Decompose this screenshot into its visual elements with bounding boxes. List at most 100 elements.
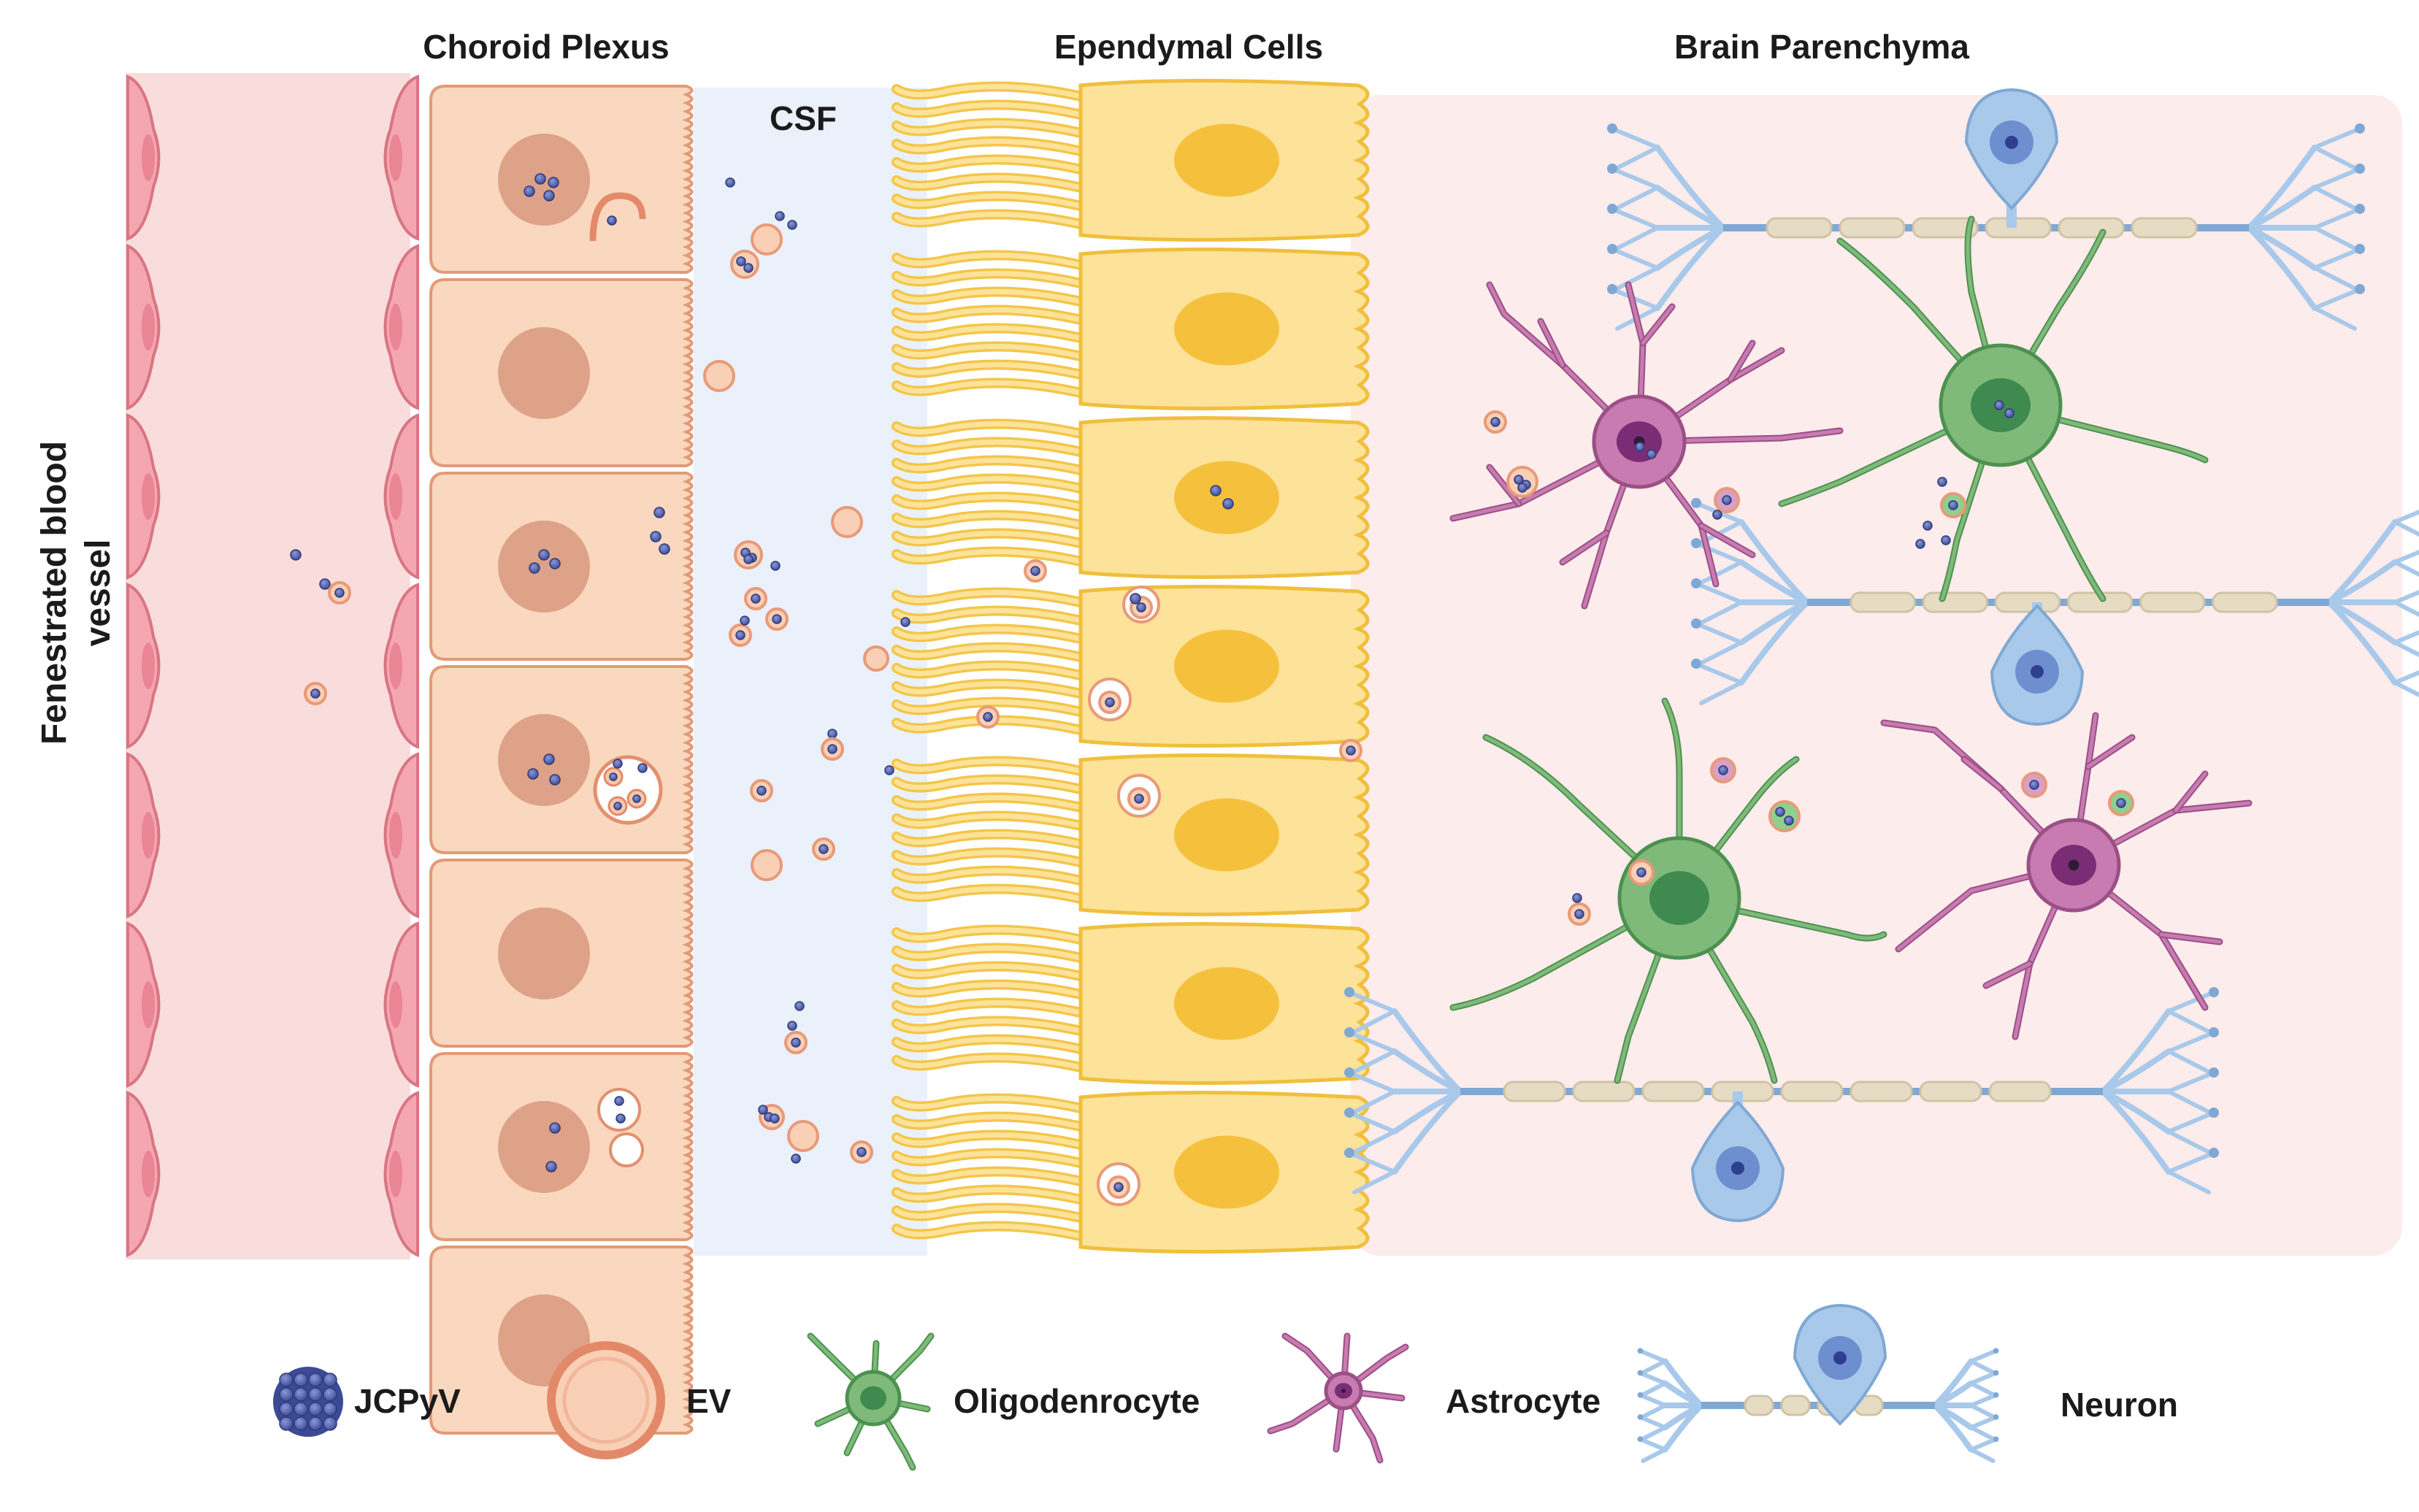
myelin-sheath xyxy=(1780,1081,1844,1102)
jcpyv-virion xyxy=(819,844,829,854)
jcpyv-virion xyxy=(1130,593,1141,605)
myelin-sheath xyxy=(2131,217,2198,239)
extracellular-vesicle xyxy=(863,645,889,672)
myelin-sheath xyxy=(1744,1394,1774,1416)
jcpyv-virion xyxy=(827,729,837,739)
dendrite-tip xyxy=(1691,538,1701,548)
astrocyte-process-fill xyxy=(1637,429,1842,444)
dendrite-branch xyxy=(1695,582,1744,605)
cilium-core xyxy=(894,1169,1084,1184)
dendrite-branch xyxy=(1638,1437,1668,1452)
jcpyv-virion xyxy=(650,531,662,542)
dendrite-tip xyxy=(2355,244,2365,254)
ependymal-nucleus xyxy=(1174,967,1279,1040)
myelin-sheath xyxy=(1912,217,1979,239)
cilium-core xyxy=(894,421,1084,437)
cilium-core xyxy=(894,1205,1084,1221)
jcpyv-virion xyxy=(1113,1182,1124,1192)
legend-astrocyte-nucleolus xyxy=(1341,1389,1346,1393)
jcpyv-virion xyxy=(549,1122,561,1134)
dendrite-tip xyxy=(1691,659,1701,669)
dendrite-branch xyxy=(2312,207,2361,230)
jcpyv-virion xyxy=(791,1037,801,1048)
dendrite-tip xyxy=(1637,1414,1644,1420)
oligodendrocyte-process-fill xyxy=(1677,896,1776,1083)
cilium-core xyxy=(894,120,1084,136)
dendrite-branch xyxy=(2393,670,2419,685)
jcpyv-virion xyxy=(1646,449,1657,459)
dendrite-branch xyxy=(1968,1393,1998,1408)
dendrite xyxy=(2246,225,2318,311)
dendrite-branch xyxy=(2393,680,2419,698)
cilium-core xyxy=(894,362,1084,377)
capsomere xyxy=(279,1416,294,1431)
myelin-sheath xyxy=(1922,591,1988,613)
jcpyv-virion xyxy=(310,688,321,699)
jcpyv-virion xyxy=(1134,794,1144,804)
cilium-core xyxy=(894,1018,1084,1034)
dendrite-branch xyxy=(1611,127,1660,150)
dendrite-tip xyxy=(2209,1027,2219,1037)
legend-label-ev: EV xyxy=(686,1382,732,1420)
dendrite-branch xyxy=(1615,266,1660,291)
dendrite-tip xyxy=(2355,123,2365,134)
cilium-core xyxy=(894,157,1084,172)
jcpyv-virion xyxy=(319,578,331,590)
oligodendrocyte-process-fill xyxy=(1966,217,2003,407)
dendrite-tip xyxy=(2355,284,2365,294)
extracellular-vesicle xyxy=(751,849,783,881)
dendrite-tip xyxy=(1607,244,1617,254)
cilium-core xyxy=(894,681,1084,696)
jcpyv-virion xyxy=(1030,566,1040,576)
csf-region xyxy=(694,88,927,1256)
choroid-nucleus xyxy=(498,327,590,419)
jcpyv-virion xyxy=(856,1147,867,1157)
myelin-sheath xyxy=(1988,1081,2052,1102)
choroid-nucleus xyxy=(498,1101,590,1193)
dendrite-branch xyxy=(1968,1425,1996,1441)
dendrite-branch xyxy=(1699,640,1744,665)
dendrite-branch xyxy=(2166,1170,2211,1194)
choroid-nucleus xyxy=(498,521,590,613)
dendrite-branch xyxy=(1611,167,1660,190)
dendrite-branch xyxy=(1968,1381,1996,1397)
jcpyv-virion xyxy=(1941,535,1951,545)
jcpyv-virion xyxy=(1105,697,1115,707)
endothelial-nucleus xyxy=(389,134,402,181)
dendrite-branch xyxy=(2393,550,2419,564)
jcpyv-virion xyxy=(1210,485,1222,496)
oligodendrocyte-nucleus xyxy=(1649,871,1709,925)
ependymal-nucleus xyxy=(1174,798,1279,872)
dendrite-branch xyxy=(2312,167,2361,190)
oligodendrocyte-icon xyxy=(807,1332,935,1471)
endothelial-nucleus xyxy=(389,812,402,859)
dendrite-branch xyxy=(1968,1371,1998,1386)
dendrite-tip xyxy=(1691,618,1701,629)
jcpyv-virion xyxy=(614,1096,624,1106)
dendrite-branch xyxy=(1352,1009,1397,1034)
dendrite-branch xyxy=(1352,1049,1397,1074)
choroid-nucleus xyxy=(498,907,590,999)
oligodendrocyte-process-fill xyxy=(1677,757,1798,900)
astrocyte-process-fill xyxy=(2174,772,2207,813)
endothelial-nucleus xyxy=(389,473,402,520)
endothelial-nucleus xyxy=(142,981,155,1028)
jcpyv-virion xyxy=(524,185,535,197)
dendrite-branch xyxy=(1968,1359,1996,1375)
endothelial-nucleus xyxy=(389,304,402,350)
dendrite-branch xyxy=(2312,266,2357,291)
choroid-plexus-epithelium xyxy=(429,85,694,1435)
myelin-sheath xyxy=(1503,1081,1566,1102)
endothelial-nucleus xyxy=(142,1151,155,1197)
dendrite xyxy=(1655,225,1726,311)
dendrite xyxy=(1738,599,1810,686)
cilium-core xyxy=(894,289,1084,304)
jcpyv-virion xyxy=(1948,500,1958,510)
jcpyv-virion xyxy=(334,588,345,598)
dendrite-branch xyxy=(2312,288,2361,310)
cilium-core xyxy=(894,1187,1084,1202)
legend-label-jcpyv: JCPyV xyxy=(354,1382,461,1420)
dendrite-tip xyxy=(1993,1414,1999,1420)
jcpyv-virion xyxy=(787,220,797,230)
jcpyv-virion xyxy=(549,774,561,786)
